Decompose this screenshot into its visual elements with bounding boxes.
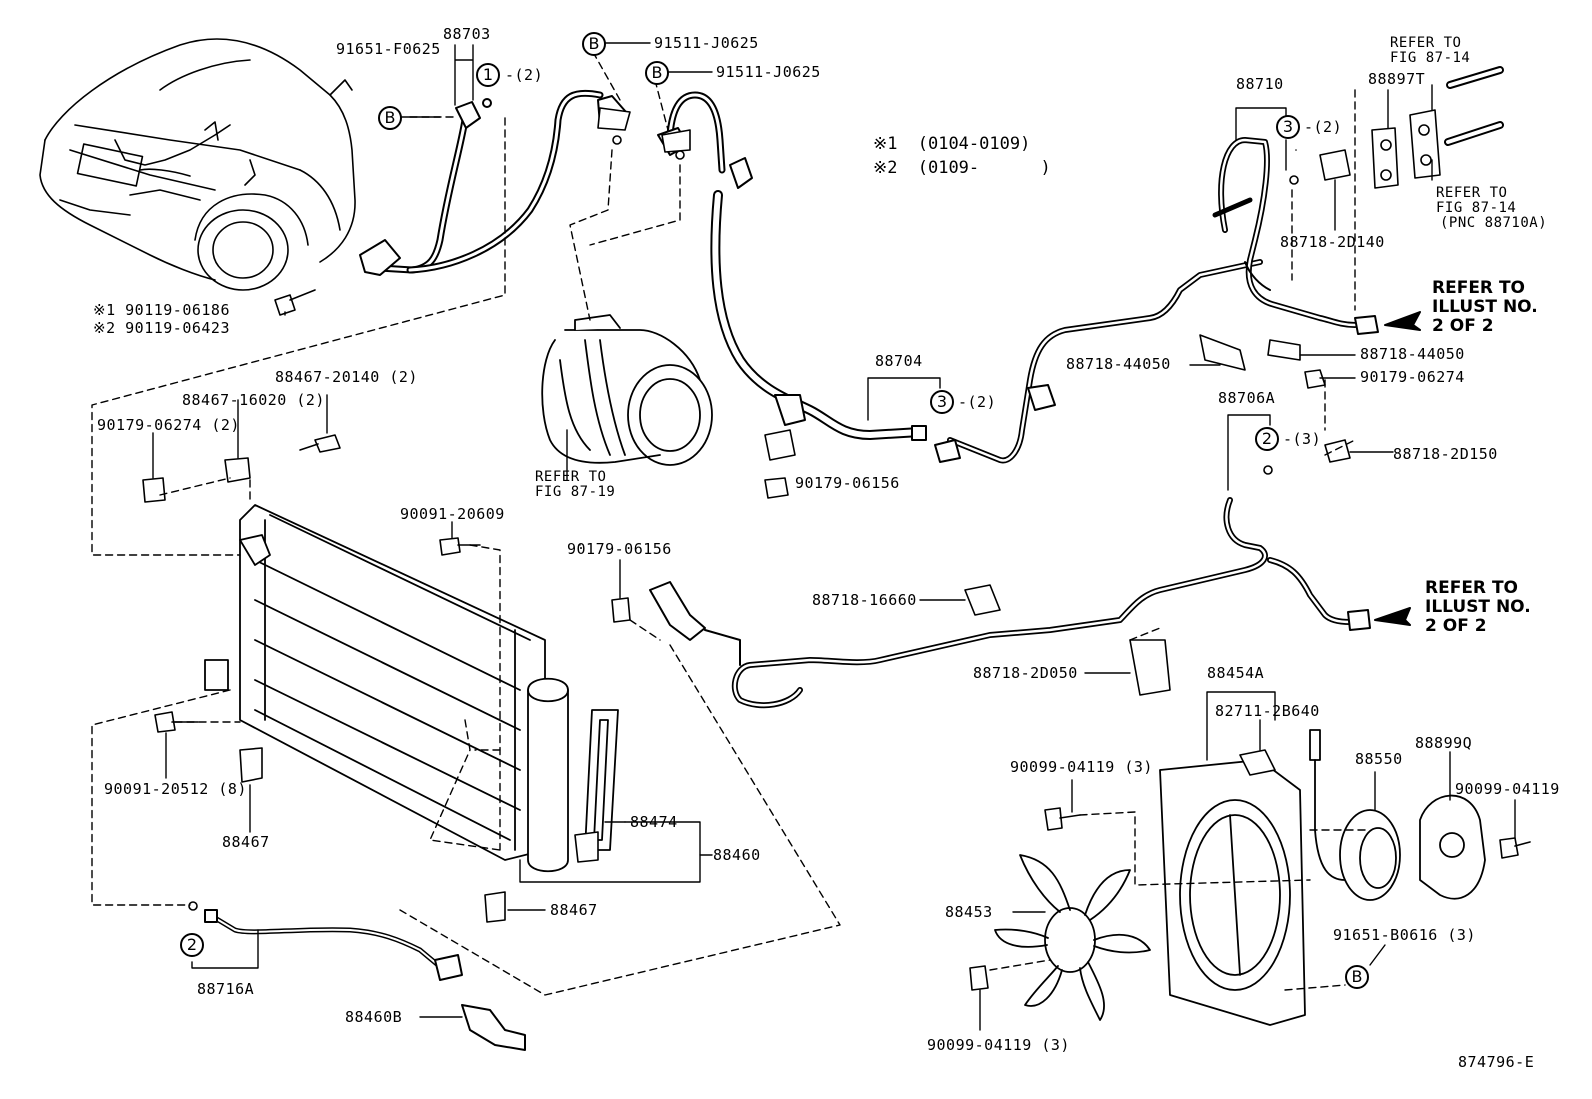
callout-number-3-b: 3 xyxy=(930,390,954,414)
refer-fig-87-19-line1: REFER TO xyxy=(535,469,607,485)
refer-fig-87-14-top-line1: REFER TO xyxy=(1390,35,1462,51)
legend-note-2-range: (0109- ) xyxy=(917,158,1051,178)
part-label-90099-04119-a: 90099-04119 (3) xyxy=(1010,758,1153,776)
part-label-90119-06186: ※1 90119-06186 xyxy=(93,301,230,319)
refer-illust-lower-line1: REFER TO xyxy=(1425,578,1518,598)
callout-1-qty: -(2) xyxy=(505,66,544,84)
refer-fig-87-14-top-line2: FIG 87-14 xyxy=(1390,50,1471,66)
callout-2-a-qty: -(3) xyxy=(1283,430,1322,448)
dashed-reference-lines xyxy=(91,51,1371,996)
part-label-88899Q: 88899Q xyxy=(1415,734,1473,752)
part-label-90091-20609: 90091-20609 xyxy=(400,505,505,523)
refer-fig-87-14-pnc-line1: REFER TO xyxy=(1436,185,1508,201)
refer-illust-lower-line2: ILLUST NO. xyxy=(1425,597,1531,617)
part-label-88460B: 88460B xyxy=(345,1008,403,1026)
part-label-90099-04119-c: 90099-04119 (3) xyxy=(927,1036,1070,1054)
part-label-88718-2D150: 88718-2D150 xyxy=(1393,445,1498,463)
hardware-fasteners xyxy=(142,66,1531,991)
refer-fig-87-19-line2: FIG 87-19 xyxy=(535,484,616,500)
part-label-88704: 88704 xyxy=(875,352,923,370)
part-label-88716A: 88716A xyxy=(197,980,255,998)
vehicle-front-illustration xyxy=(39,38,356,291)
tube-88716A xyxy=(204,909,526,1051)
part-label-90179-06274-left: 90179-06274 (2) xyxy=(97,416,240,434)
part-label-91651-B0616: 91651-B0616 (3) xyxy=(1333,926,1476,944)
fan-shroud-88454A xyxy=(1159,759,1306,1026)
part-label-90091-20512: 90091-20512 (8) xyxy=(104,780,247,798)
part-label-88710: 88710 xyxy=(1236,75,1284,93)
callout-letter-b-2: B xyxy=(582,32,606,56)
part-label-88718-44050-b: 88718-44050 xyxy=(1360,345,1465,363)
part-label-88550: 88550 xyxy=(1355,750,1403,768)
part-label-90179-06156-b: 90179-06156 xyxy=(567,540,672,558)
part-label-88467-b: 88467 xyxy=(550,901,598,919)
part-label-90099-04119-b: 90099-04119 xyxy=(1455,780,1560,798)
liquid-tube-88710 xyxy=(1212,137,1379,335)
legend-note-1: ※1 (0104-0109) xyxy=(873,136,1030,153)
part-label-88454A: 88454A xyxy=(1207,664,1265,682)
refer-arrows xyxy=(1374,311,1421,626)
part-label-91511-J0625-a: 91511-J0625 xyxy=(654,34,759,52)
part-label-88467-a: 88467 xyxy=(222,833,270,851)
refer-fig-87-14-pnc-line2: FIG 87-14 xyxy=(1436,200,1517,216)
leader-lines xyxy=(152,42,1516,1031)
figure-id: 874796-E xyxy=(1458,1053,1535,1071)
part-label-88474: 88474 xyxy=(630,813,678,831)
part-label-82711-2B640: 82711-2B640 xyxy=(1215,702,1320,720)
callout-letter-b-4: B xyxy=(1345,965,1369,989)
part-label-88718-2D050: 88718-2D050 xyxy=(973,664,1078,682)
part-label-88718-44050-a: 88718-44050 xyxy=(1066,355,1171,373)
callout-number-2-a: 2 xyxy=(1255,427,1279,451)
motor-cover-88899Q xyxy=(1419,794,1486,900)
part-label-90119-06423: ※2 90119-06423 xyxy=(93,319,230,337)
part-label-88718-16660: 88718-16660 xyxy=(812,591,917,609)
part-label-88897T: 88897T xyxy=(1368,70,1426,88)
part-label-88467-20140: 88467-20140 (2) xyxy=(275,368,418,386)
part-label-90179-06156-a: 90179-06156 xyxy=(795,474,900,492)
callout-3-a-qty: -(2) xyxy=(1304,118,1343,136)
fan-88453 xyxy=(994,854,1151,1021)
callout-3-b-qty: -(2) xyxy=(958,393,997,411)
refer-illust-upper-line2: ILLUST NO. xyxy=(1432,297,1538,317)
part-label-88460: 88460 xyxy=(713,846,761,864)
callout-letter-b-3: B xyxy=(645,61,669,85)
part-label-88453: 88453 xyxy=(945,903,993,921)
legend-note-1-range: (0104-0109) xyxy=(917,134,1031,154)
compressor-illustration xyxy=(541,314,713,466)
liquid-tube-88706A xyxy=(649,497,1371,709)
part-label-91511-J0625-b: 91511-J0625 xyxy=(716,63,821,81)
callout-letter-b-1: B xyxy=(378,106,402,130)
condenser-assembly xyxy=(204,504,619,873)
part-label-90179-06274-right: 90179-06274 xyxy=(1360,368,1465,386)
part-label-88703: 88703 xyxy=(443,25,491,43)
refer-illust-lower-line3: 2 OF 2 xyxy=(1425,616,1487,636)
callout-number-1: 1 xyxy=(476,63,500,87)
part-label-88718-2D140: 88718-2D140 xyxy=(1280,233,1385,251)
callout-number-3-a: 3 xyxy=(1276,115,1300,139)
part-label-88706A: 88706A xyxy=(1218,389,1276,407)
part-label-91651-F0625: 91651-F0625 xyxy=(336,40,441,58)
part-label-88467-16020: 88467-16020 (2) xyxy=(182,391,325,409)
callout-number-2-b: 2 xyxy=(180,933,204,957)
refer-illust-upper-line1: REFER TO xyxy=(1432,278,1525,298)
legend-note-1-mark: ※1 xyxy=(873,134,898,154)
legend-note-2: ※2 (0109- ) xyxy=(873,160,1051,177)
refer-fig-87-14-pnc-line3: (PNC 88710A) xyxy=(1440,215,1548,231)
refer-illust-upper-line3: 2 OF 2 xyxy=(1432,316,1494,336)
legend-note-2-mark: ※2 xyxy=(873,158,898,178)
